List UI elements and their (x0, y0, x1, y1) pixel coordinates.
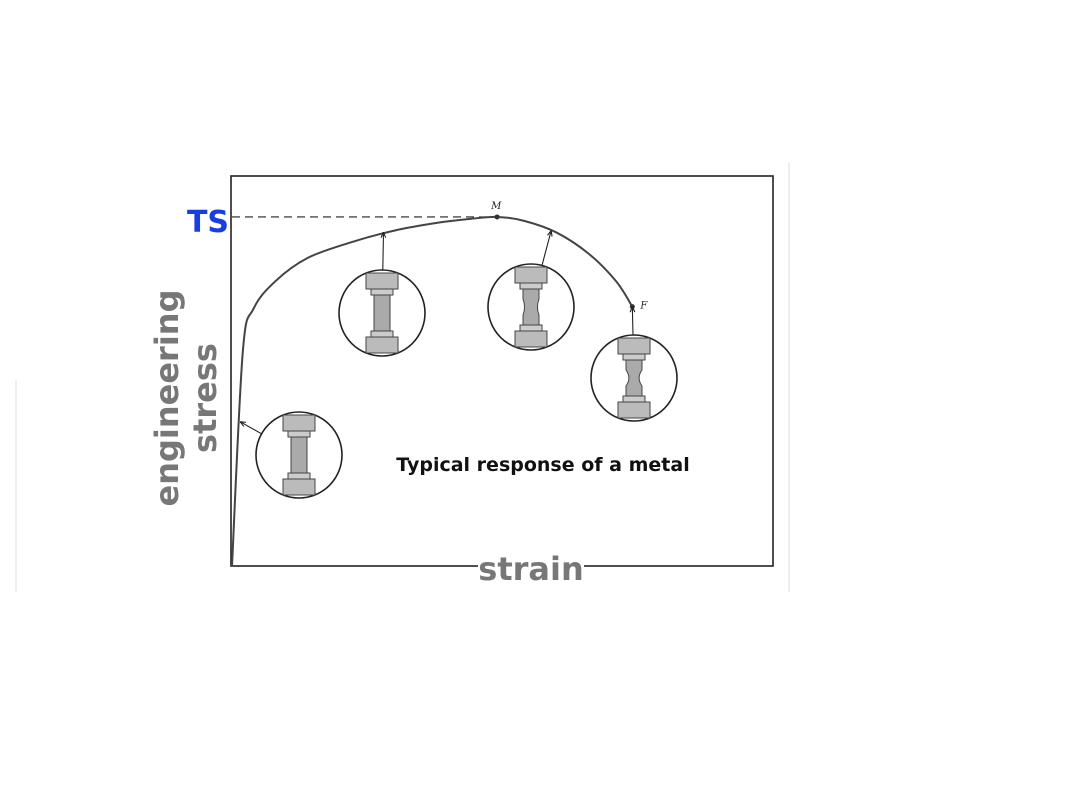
specimen-arrow (382, 232, 385, 271)
specimen-bottom-shoulder (370, 330, 394, 338)
specimen-bottom-grip (617, 401, 651, 419)
max-point-label: M (490, 201, 502, 212)
plot-frame (230, 175, 774, 567)
specimen-arrowhead (629, 306, 636, 313)
specimen-arrow (631, 306, 634, 336)
specimen-bottom-shoulder (519, 324, 543, 332)
specimen-arrow (239, 421, 262, 435)
specimen-bottom-shoulder (287, 472, 311, 480)
specimen-top-grip (365, 272, 399, 290)
x-axis-label-bg (478, 552, 584, 586)
specimen-gauge (625, 359, 643, 397)
specimen-arrowhead (239, 421, 247, 427)
specimen-illustrations (239, 230, 678, 499)
x-axis-label: strain (478, 550, 583, 588)
specimen-arrow (541, 230, 552, 266)
ts-label: TS (187, 205, 229, 240)
specimen-bottom-shoulder (622, 395, 646, 403)
chart-annotation: Typical response of a metal (396, 454, 689, 476)
specimen-gauge (522, 288, 540, 326)
specimen-bottom-grip (514, 330, 548, 348)
specimen-top-shoulder (287, 430, 311, 438)
y-axis-label-line2: stress (186, 343, 224, 453)
specimen-bottom-grip (365, 336, 399, 354)
specimen-top-shoulder (370, 288, 394, 296)
specimen-top-shoulder (519, 282, 543, 290)
specimen-top-shoulder (622, 353, 646, 361)
specimen-gauge (290, 436, 308, 474)
specimen-arrowhead (547, 230, 553, 237)
specimen-bottom-grip (282, 478, 316, 496)
specimen-gauge (373, 294, 391, 332)
specimen-top-grip (617, 337, 651, 355)
specimen-arrowhead (380, 231, 387, 238)
fracture-point-label: F (639, 301, 648, 312)
y-axis-label-line1: engineering (148, 290, 186, 507)
max-point (494, 214, 500, 220)
specimen-top-grip (514, 266, 548, 284)
stress-strain-curve (231, 215, 634, 567)
specimen-top-grip (282, 414, 316, 432)
